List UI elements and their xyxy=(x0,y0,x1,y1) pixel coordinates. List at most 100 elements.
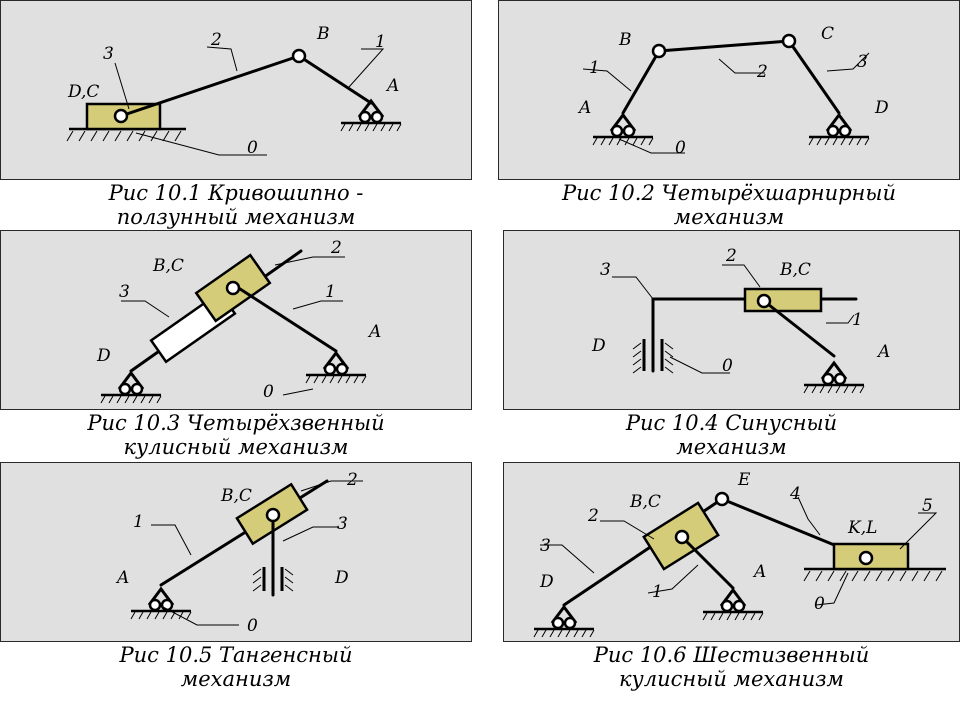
four-link-slotted-diagram: B,C 2 3 1 D A 0 xyxy=(96,238,381,405)
figure-10-3-panel: B,C 2 3 1 D A 0 xyxy=(0,230,472,410)
four-bar-diagram: B C 1 2 3 A D 0 xyxy=(577,24,889,158)
joint-bc-pin xyxy=(674,529,690,545)
caption-10-1: Рис 10.1 Кривошипно - ползунный механизм xyxy=(0,181,472,229)
label-ground-0: 0 xyxy=(247,616,258,636)
label-joint-e: E xyxy=(737,470,751,490)
label-link-3: 3 xyxy=(337,514,348,534)
label-joint-a: A xyxy=(876,342,890,362)
joint-b-pin xyxy=(651,43,667,59)
coupler-2 xyxy=(657,39,791,53)
figure-10-5-panel: B,C 2 1 3 A D 0 xyxy=(0,462,472,642)
label-joint-bc: B,C xyxy=(779,260,811,280)
joint-c-pin xyxy=(781,33,797,49)
caption-10-4: Рис 10.4 Синусный механизм xyxy=(503,411,960,459)
caption-10-2-line2: механизм xyxy=(673,205,785,229)
label-link-2: 2 xyxy=(756,62,768,82)
label-ground-0: 0 xyxy=(814,594,825,614)
hinge-a-support xyxy=(802,361,866,395)
joint-b-pin xyxy=(291,48,307,64)
joint-bc-pin xyxy=(756,293,772,309)
joint-bc-pin xyxy=(265,507,281,523)
caption-10-5: Рис 10.5 Тангенсный механизм xyxy=(0,643,472,691)
label-link-2: 2 xyxy=(346,470,358,490)
figure-10-6-panel: E 4 K,L 5 B,C 2 3 D A 1 0 xyxy=(503,462,960,642)
ground-hatching xyxy=(66,130,182,142)
label-joint-c: C xyxy=(821,24,834,44)
caption-10-3-line1: Рис 10.3 Четырёхзвенный xyxy=(87,411,385,435)
label-link-2: 2 xyxy=(330,238,342,258)
label-joint-bc: B,C xyxy=(152,256,184,276)
joint-dc-pin xyxy=(113,108,129,124)
caption-10-6: Рис 10.6 Шестизвенный кулисный механизм xyxy=(503,643,960,691)
caption-10-5-line2: механизм xyxy=(180,667,292,691)
label-link-1: 1 xyxy=(652,582,663,602)
label-ground-0: 0 xyxy=(247,138,258,158)
crank-slider-diagram: 3 D,C 2 B 1 A 0 xyxy=(66,24,403,158)
label-ground-0: 0 xyxy=(263,382,274,402)
joint-e-pin xyxy=(714,491,730,507)
label-joint-d: D xyxy=(591,336,606,356)
label-joint-d: D xyxy=(874,98,889,118)
label-link-1: 1 xyxy=(133,512,144,532)
sine-mechanism-diagram: 3 2 B,C 1 D 0 A xyxy=(591,246,890,395)
figure-10-1-panel: 3 D,C 2 B 1 A 0 xyxy=(0,0,472,180)
label-joint-d: D xyxy=(539,572,554,592)
label-joint-dc: D,C xyxy=(67,82,99,102)
label-link-4: 4 xyxy=(789,484,801,504)
crank-1 xyxy=(297,54,373,105)
caption-10-2: Рис 10.2 Четырёхшарнирный механизм xyxy=(498,181,960,229)
hinge-a-support xyxy=(129,587,193,621)
label-link-1: 1 xyxy=(589,58,600,78)
six-link-slotted-diagram: E 4 K,L 5 B,C 2 3 D A 1 0 xyxy=(532,470,946,639)
caption-10-6-line2: кулисный механизм xyxy=(619,667,844,691)
crank-1 xyxy=(680,535,735,590)
label-joint-a: A xyxy=(385,76,399,96)
hinge-d-support xyxy=(532,605,596,639)
label-joint-d: D xyxy=(334,568,349,588)
label-link-3: 3 xyxy=(540,536,551,556)
label-link-3: 3 xyxy=(600,260,611,280)
label-joint-a: A xyxy=(577,98,591,118)
label-link-3: 3 xyxy=(103,44,114,64)
label-link-1: 1 xyxy=(375,32,386,52)
label-joint-kl: K,L xyxy=(847,518,877,538)
caption-10-1-line2: ползунный механизм xyxy=(116,205,356,229)
guide-hatching xyxy=(252,568,294,592)
label-joint-b: B xyxy=(618,30,632,50)
caption-10-6-line1: Рис 10.6 Шестизвенный xyxy=(593,643,870,667)
caption-10-4-line2: механизм xyxy=(676,435,787,459)
rocker-3 xyxy=(787,39,841,115)
caption-10-3: Рис 10.3 Четырёхзвенный кулисный механиз… xyxy=(0,411,472,459)
label-link-3: 3 xyxy=(857,52,868,72)
label-link-3: 3 xyxy=(119,282,130,302)
caption-10-5-line1: Рис 10.5 Тангенсный xyxy=(119,643,353,667)
figure-10-2-panel: B C 1 2 3 A D 0 xyxy=(498,0,960,180)
crank-1 xyxy=(762,299,836,358)
caption-10-2-line1: Рис 10.2 Четырёхшарнирный xyxy=(561,181,897,205)
label-joint-bc: B,C xyxy=(220,486,252,506)
label-link-2: 2 xyxy=(725,246,737,266)
label-joint-a: A xyxy=(115,568,129,588)
caption-10-3-line2: кулисный механизм xyxy=(123,435,349,459)
slider-5 xyxy=(832,542,910,571)
crank-1 xyxy=(235,285,338,353)
label-joint-a: A xyxy=(367,322,381,342)
figure-10-4-panel: 3 2 B,C 1 D 0 A xyxy=(503,230,960,410)
crank-1 xyxy=(621,49,661,115)
slider-ground-hatching xyxy=(803,570,943,582)
label-ground-0: 0 xyxy=(675,138,686,158)
joint-bc-pin xyxy=(225,280,241,296)
hinge-a-support xyxy=(304,351,368,385)
label-joint-bc: B,C xyxy=(629,492,661,512)
tangent-mechanism-diagram: B,C 2 1 3 A D 0 xyxy=(115,470,363,636)
label-joint-a: A xyxy=(752,562,766,582)
label-joint-b: B xyxy=(316,24,330,44)
label-link-1: 1 xyxy=(852,310,863,330)
hinge-d-support xyxy=(99,371,163,405)
hinge-a-support xyxy=(701,588,765,622)
label-link-1: 1 xyxy=(325,282,336,302)
caption-10-4-line1: Рис 10.4 Синусный xyxy=(625,411,838,435)
label-joint-d: D xyxy=(96,346,111,366)
connecting-rod-2 xyxy=(119,54,301,118)
hinge-d-support xyxy=(807,113,871,147)
